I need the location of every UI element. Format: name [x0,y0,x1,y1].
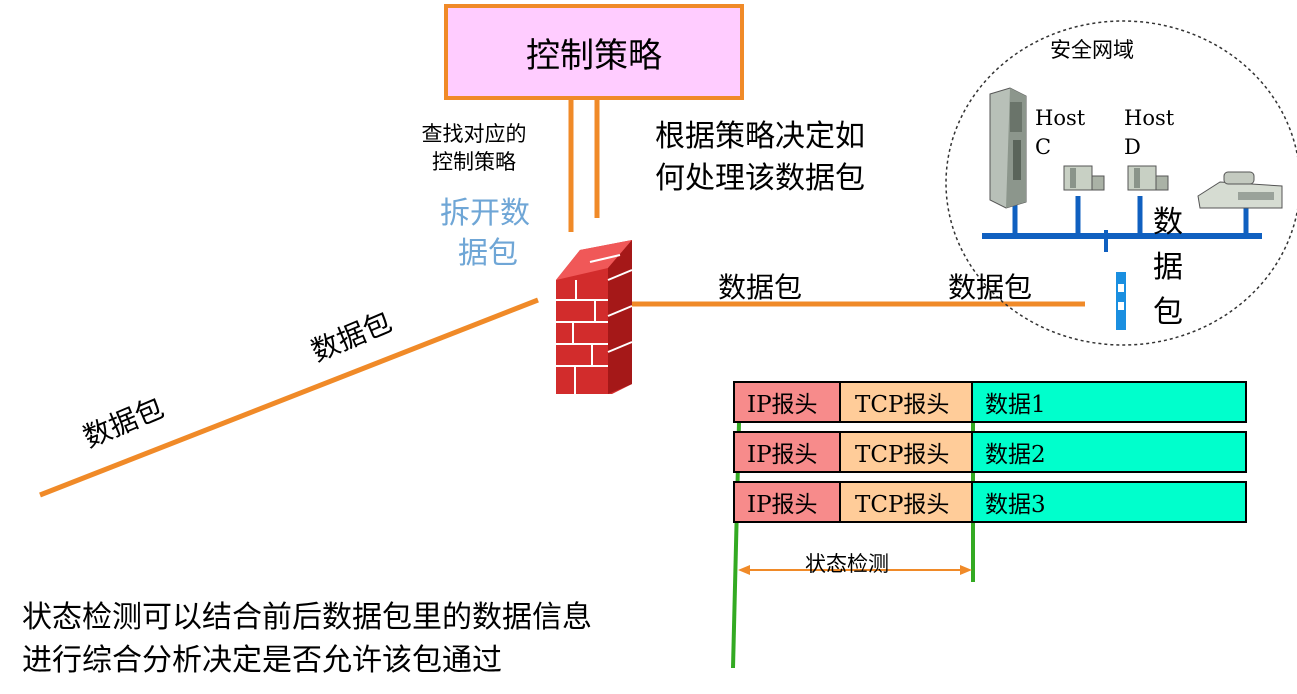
lookup-policy-line1: 查找对应的 [421,122,527,146]
network-bus [982,196,1262,252]
ip-header-cell: IP报头 [733,481,841,523]
state-check-label: 状态检测 [805,552,889,576]
tcp-header-cell: TCP报头 [839,381,973,423]
secure-zone-label: 安全网域 [1050,38,1134,62]
packet-vertical-char2: 据 [1153,250,1183,285]
control-policy-box: 控制策略 [444,4,744,100]
data-cell: 数据1 [971,381,1247,423]
state-check-arrow [738,565,972,575]
bottom-note-line2: 进行综合分析决定是否允许该包通过 [22,643,502,678]
data-cell: 数据3 [971,481,1247,523]
tcp-header-cell: TCP报头 [839,431,973,473]
bottom-note: 状态检测可以结合前后数据包里的数据信息 进行综合分析决定是否允许该包通过 [22,596,592,682]
state-check-line-left [731,381,742,669]
host-d-label: Host D [1124,104,1174,162]
host-c-line2: C [1035,135,1052,159]
ip-header-cell: IP报头 [733,431,841,473]
host-c-label: Host C [1035,104,1085,162]
host-c-line1: Host [1035,106,1086,130]
unpack-packet-text: 拆开数 据包 [440,194,544,274]
incoming-packet-line [39,297,539,498]
decision-line2: 何处理该数据包 [655,161,865,196]
secure-zone-boundary [945,20,1297,346]
lookup-policy-line2: 控制策略 [432,150,516,174]
packet-icon [1116,272,1126,330]
packet-vertical-char1: 数 [1153,205,1183,240]
bottom-note-line1: 状态检测可以结合前后数据包里的数据信息 [22,600,592,635]
host-d-line1: Host [1124,106,1175,130]
fax-machine-icon [1197,171,1283,209]
unpack-line2: 据包 [458,236,518,271]
packet-label-vertical: 数 据 包 [1153,200,1189,335]
server-icon [989,87,1027,209]
policy-decision-text: 根据策略决定如 何处理该数据包 [655,116,865,200]
firewall-icon [556,240,633,394]
packet-vertical-char3: 包 [1153,295,1183,330]
data-cell: 数据2 [971,431,1247,473]
ip-header-cell: IP报头 [733,381,841,423]
host-d-line2: D [1124,135,1141,159]
control-policy-label: 控制策略 [526,35,662,76]
lookup-policy-text: 查找对应的 控制策略 [404,120,544,176]
workstation-c-icon [1063,165,1105,191]
packet-row-2: IP报头 TCP报头 数据2 [733,431,1247,473]
packet-row-1: IP报头 TCP报头 数据1 [733,381,1247,423]
packet-label-horizontal-right: 数据包 [948,271,1033,304]
workstation-d-icon [1127,165,1169,191]
decision-line1: 根据策略决定如 [655,119,865,154]
packet-row-3: IP报头 TCP报头 数据3 [733,481,1247,523]
tcp-header-cell: TCP报头 [839,481,973,523]
unpack-line1: 拆开数 [440,196,530,231]
packet-label-horizontal-left: 数据包 [718,271,803,304]
